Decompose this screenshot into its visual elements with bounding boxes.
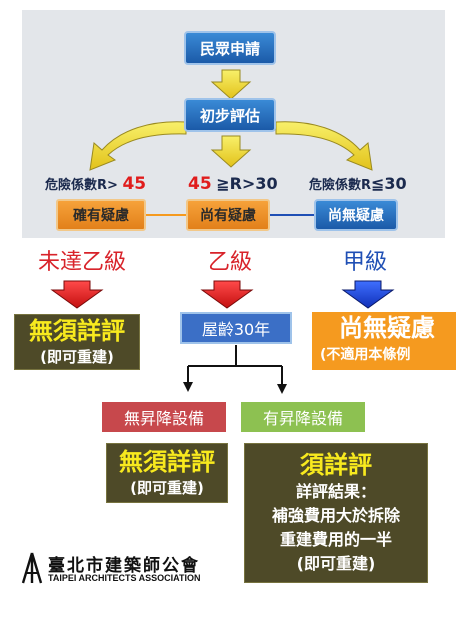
red-arrow-mid [200,280,254,309]
grade-mid: 乙級 [208,250,253,275]
box-mid-label: 尚有疑慮 [200,208,256,224]
box-definite-concern: 確有疑慮 [56,199,146,231]
result-noequip-title: 無須詳評 [119,448,215,476]
arrow-down-2 [210,135,252,168]
blue-arrow-right [341,280,395,309]
no-equip-label: 無昇降設備 [123,409,204,428]
detail-line-4: (即可重建) [296,554,376,573]
crit-right: 危險係數R≦30 [309,174,407,193]
box-some-concern: 尚有疑慮 [186,199,270,231]
crit-right-op: ≦30 [371,174,407,193]
result-no-detail-left: 無須詳評 (即可重建) [14,314,140,370]
detail-title: 須詳評 [300,451,372,479]
start-box: 民眾申請 [184,31,276,65]
detail-line-3: 重建費用的一半 [279,530,392,549]
prelim-box: 初步評估 [184,98,276,132]
has-elevator-box: 有昇降設備 [241,402,365,432]
logo-name-en: TAIPEI ARCHITECTS ASSOCIATION [48,573,201,583]
arrow-down-1 [210,69,252,100]
crit-mid-op: ≧R>30 [216,174,278,193]
result-no-concern-right: 尚無疑慮 (不適用本條例 [312,312,456,370]
detail-line-2: 補強費用大於拆除 [271,506,400,525]
no-elevator-box: 無昇降設備 [102,402,226,432]
result-right-title: 尚無疑慮 [339,314,435,342]
has-equip-label: 有昇降設備 [262,409,343,428]
result-detail-required: 須詳評 詳評結果： 補強費用大於拆除 重建費用的一半 (即可重建) [244,443,428,583]
detail-line-1: 詳評結果： [295,482,376,501]
result-right-sub: (不適用本條例 [320,347,411,363]
result-noequip-sub: (即可重建) [130,479,204,497]
grade-left: 未達乙級 [38,250,127,275]
box-right-label: 尚無疑慮 [328,208,384,224]
crit-mid: 45 ≧R>30 [188,174,278,194]
arrow-curve-left [89,121,187,171]
arrow-curve-right [275,121,373,171]
crit-left: 危險係數R> 45 [45,174,146,194]
red-arrow-left [50,280,104,309]
branch-left-head [183,382,193,392]
crit-left-value: 45 [122,174,147,194]
association-logo: 臺北市建築師公會 TAIPEI ARCHITECTS ASSOCIATION [20,551,235,587]
logo-name-zh: 臺北市建築師公會 [48,556,200,576]
start-label: 民眾申請 [199,39,260,58]
age-label: 屋齡30年 [201,320,271,339]
result-no-detail-noequip: 無須詳評 (即可重建) [106,443,228,503]
box-no-concern: 尚無疑慮 [314,199,398,231]
prelim-label: 初步評估 [199,106,260,125]
crit-right-label: 危險係數R [309,178,372,193]
logo-emblem-icon [21,552,43,584]
branch-right-head [277,384,287,394]
crit-mid-value: 45 [188,174,212,194]
grade-right: 甲級 [343,250,388,275]
result-left-sub: (即可重建) [40,348,114,366]
box-left-label: 確有疑慮 [73,208,129,224]
age-30-box: 屋齡30年 [180,312,292,344]
crit-left-label: 危險係數R> [45,178,118,193]
result-left-title: 無須詳評 [29,317,125,345]
